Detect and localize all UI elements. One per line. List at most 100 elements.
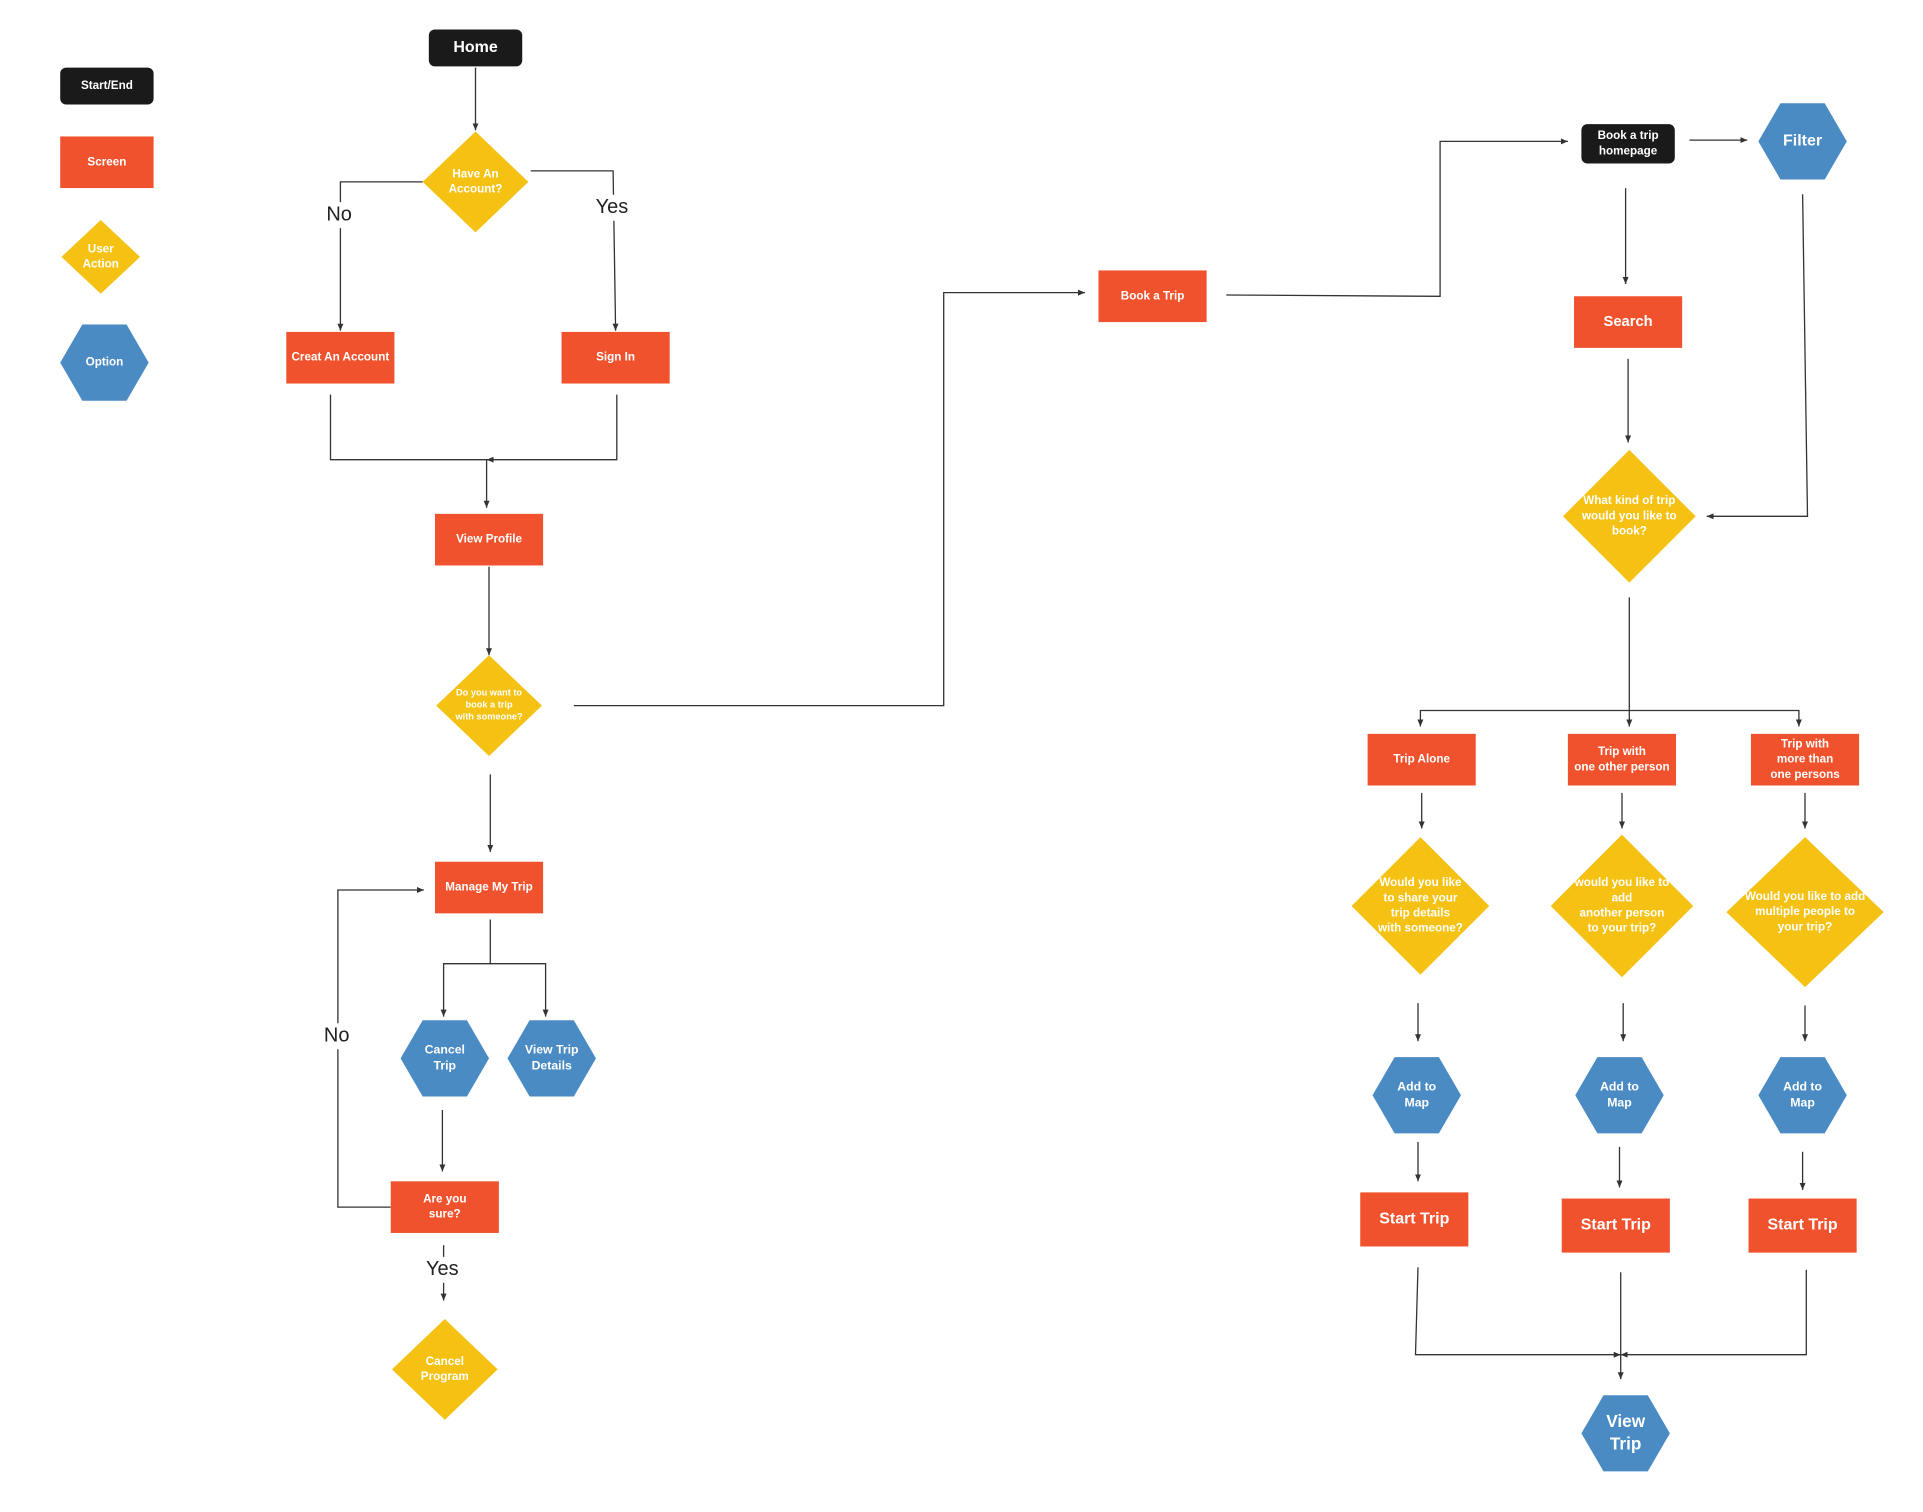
edge-have-account-to-sign-in xyxy=(530,170,619,331)
legend-option: Option xyxy=(60,324,149,401)
node-search-shape xyxy=(1574,296,1683,348)
edge-manage-my-trip-to-view-trip-details xyxy=(490,963,549,1017)
node-add-to-map-3-shape xyxy=(1758,1057,1847,1134)
node-are-you-sure-shape xyxy=(390,1181,499,1233)
node-start-trip-1-label: Start Trip xyxy=(1379,1211,1449,1228)
node-cancel-program-shape xyxy=(391,1319,498,1420)
node-view-profile-shape xyxy=(434,513,544,566)
edges xyxy=(329,67,1809,1380)
edge-manage-my-trip-to-cancel-trip xyxy=(440,919,491,1017)
node-book-a-trip-shape xyxy=(1098,270,1207,323)
node-what-kind-of-trip-shape xyxy=(1562,449,1696,583)
node-view-trip-details-shape xyxy=(507,1020,596,1097)
node-book-with-someone-shape xyxy=(436,655,542,756)
node-sign-in-label: Sign In xyxy=(596,351,635,364)
edge-what-kind-of-trip-to-trip-more-than-one xyxy=(1629,709,1802,727)
node-view-profile: View Profile xyxy=(434,513,544,566)
node-cancel-trip-shape xyxy=(400,1020,490,1097)
node-sign-in-shape xyxy=(561,331,670,384)
node-creat-account-label: Creat An Account xyxy=(292,351,390,364)
node-add-to-map-1-shape xyxy=(1372,1057,1461,1134)
node-creat-account: Creat An Account xyxy=(286,331,395,384)
edge-label-yes-have-account-to-sign-in: Yes xyxy=(596,196,629,218)
node-share-trip-details-shape xyxy=(1351,837,1490,975)
edge-label-no-have-account-to-creat-account: No xyxy=(326,203,352,225)
legend-screen-shape xyxy=(60,136,154,189)
node-view-profile-label: View Profile xyxy=(456,533,522,546)
legend-start-end: Start/End xyxy=(60,67,154,105)
node-trip-alone: Trip Alone xyxy=(1367,733,1476,786)
node-trip-alone-label: Trip Alone xyxy=(1393,753,1450,766)
legend-screen-label: Screen xyxy=(87,155,126,168)
node-start-trip-2: Start Trip xyxy=(1561,1198,1670,1253)
node-add-to-map-2-shape xyxy=(1575,1057,1664,1134)
legend-option-label: Option xyxy=(86,356,124,369)
legend-user-action-shape xyxy=(61,220,141,294)
node-home-label: Home xyxy=(453,39,497,56)
edge-label-yes-are-you-sure-to-cancel-program: Yes xyxy=(426,1258,459,1280)
node-start-trip-1: Start Trip xyxy=(1360,1192,1469,1247)
edge-label-no-are-you-sure-to-manage-my-trip: No xyxy=(324,1025,350,1047)
node-manage-my-trip: Manage My Trip xyxy=(434,861,544,914)
node-book-trip-homepage-shape xyxy=(1581,124,1675,164)
edge-what-kind-of-trip-to-trip-alone xyxy=(1417,597,1630,727)
node-creat-account-shape xyxy=(286,331,395,384)
node-add-another-person-shape xyxy=(1550,834,1694,978)
node-search: Search xyxy=(1574,296,1683,348)
node-home: Home xyxy=(428,29,523,67)
node-home-shape xyxy=(428,29,523,67)
edge-label-bg xyxy=(422,1256,463,1283)
edge-sign-in-to-view-profile xyxy=(486,394,618,463)
node-manage-my-trip-shape xyxy=(434,861,544,914)
edge-book-a-trip-to-book-trip-homepage xyxy=(1226,138,1568,297)
legend-option-shape xyxy=(60,324,149,401)
node-start-trip-1-shape xyxy=(1360,1192,1469,1247)
node-start-trip-2-shape xyxy=(1561,1198,1670,1253)
node-trip-alone-shape xyxy=(1367,733,1476,786)
node-filter-label: Filter xyxy=(1783,133,1822,150)
edge-have-account-to-creat-account xyxy=(337,181,423,331)
node-view-trip-shape xyxy=(1581,1395,1670,1472)
edge-filter-to-what-kind-of-trip xyxy=(1706,194,1809,520)
node-manage-my-trip-label: Manage My Trip xyxy=(445,881,533,894)
node-trip-one-other-shape xyxy=(1567,733,1677,786)
legend-screen: Screen xyxy=(60,136,154,189)
node-trip-more-than-one-shape xyxy=(1750,733,1860,786)
node-start-trip-3-shape xyxy=(1748,1198,1857,1253)
edge-creat-account-to-view-profile xyxy=(329,394,490,508)
edge-label-bg xyxy=(591,194,632,221)
node-start-trip-2-label: Start Trip xyxy=(1581,1217,1651,1234)
node-book-a-trip: Book a Trip xyxy=(1098,270,1207,323)
edge-book-with-someone-to-book-a-trip xyxy=(573,289,1085,707)
